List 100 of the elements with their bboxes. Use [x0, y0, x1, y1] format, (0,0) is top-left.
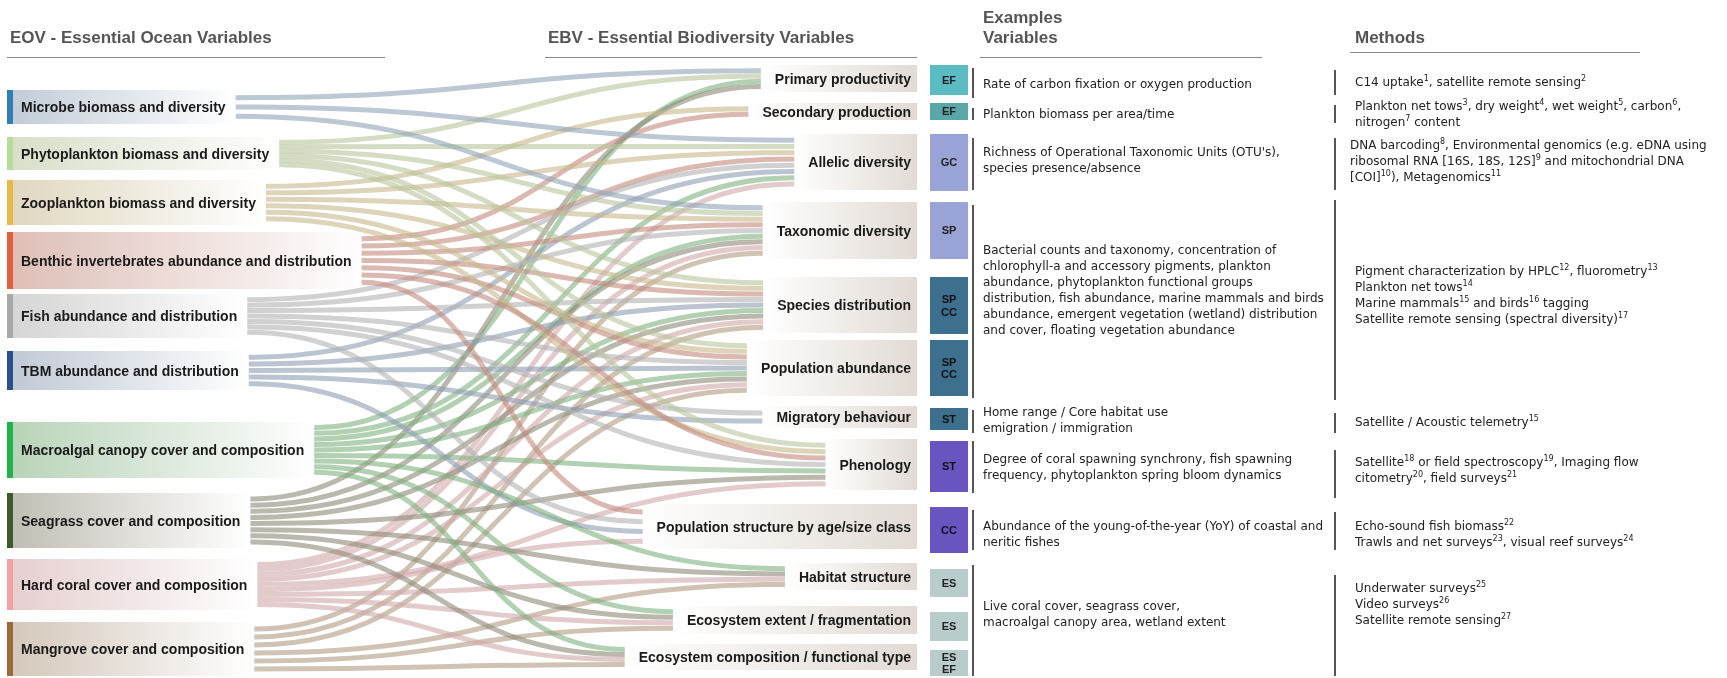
- flow-ribbon: [254, 581, 786, 656]
- biodiversity-variable-label: Taxonomic diversity: [776, 222, 911, 239]
- flow-ribbon: [257, 538, 643, 592]
- flow-ribbon: [247, 313, 747, 365]
- flow-ribbon: [314, 308, 764, 447]
- biodiversity-variable-label: Population structure by age/size class: [656, 518, 911, 535]
- flow-ribbon: [265, 216, 826, 455]
- class-code-box: SP: [930, 202, 968, 259]
- flow-ribbon: [257, 576, 785, 597]
- flow-ribbon: [361, 222, 763, 256]
- method-text: DNA barcoding$^{8}$, Environmental genomics (e.g. eDNA using ribosomal RNA [16S, 18S, 12S]$^{9}$ and mitochondrial DNA [COI]$^{10}$), Metagenomics$^{11}$: [1350, 137, 1708, 185]
- biodiversity-variable-label: Population abundance: [760, 360, 911, 376]
- flow-ribbon: [314, 458, 786, 572]
- biodiversity-variable-label: Migratory behaviour: [776, 409, 911, 425]
- method-text: Trawls and net surveys$^{23}$, visual reef surveys$^{24}$: [1355, 534, 1635, 550]
- flow-ribbon: [235, 104, 795, 143]
- method-text: Marine mammals$^{15}$ and birds$^{16}$ tagging: [1355, 295, 1590, 311]
- biodiversity-variable-label: Allelic diversity: [808, 154, 911, 170]
- biodiversity-variable-label: Ecosystem composition / functional type: [638, 649, 911, 665]
- method-text: C14 uptake$^{1}$, satellite remote sensing$^{2}$: [1355, 74, 1588, 90]
- flow-ribbon: [235, 68, 761, 101]
- flow-ribbon: [254, 387, 748, 648]
- class-code-box: GC: [930, 134, 968, 191]
- biodiversity-variable-label: Phenology: [839, 456, 911, 473]
- flow-ribbon: [313, 78, 762, 431]
- flow-ribbon: [257, 597, 673, 626]
- example-text: Rate of carbon fixation or oxygen production: [983, 76, 1253, 92]
- biodiversity-variable-label: Secondary production: [762, 103, 911, 120]
- method-text: Underwater surveys$^{25}$: [1355, 580, 1488, 596]
- flow-ribbon: [361, 156, 795, 249]
- class-code-box: ES: [930, 612, 968, 641]
- example-text: Richness of Operational Taxonomic Units (OTU's), species presence/absence: [983, 144, 1281, 176]
- flow-ribbon: [361, 111, 749, 242]
- flow-ribbon: [279, 73, 761, 145]
- class-code-box: SP CC: [930, 277, 968, 334]
- flow-ribbon: [257, 481, 826, 587]
- example-text: Plankton biomass per area/time: [983, 106, 1176, 122]
- class-code-box: ES: [930, 569, 968, 597]
- ocean-variable-label: Macroalgal canopy cover and composition: [21, 442, 305, 458]
- example-text: Home range / Core habitat use emigration / immigration: [983, 404, 1170, 436]
- method-text: Satellite / Acoustic telemetry$^{15}$: [1355, 414, 1540, 430]
- column-heading: Examples Variables: [983, 8, 1064, 48]
- flow-ribbon: [361, 265, 747, 360]
- flow-ribbon: [248, 381, 643, 534]
- flow-ribbon: [265, 209, 747, 354]
- flow-ribbon: [314, 464, 674, 615]
- example-text: Bacterial counts and taxonomy, concentration of chlorophyll-a and accessory pigments, plankton abundance, phytoplankton functional groups distribution, fish abundance, marine mammals and birds abundance, emergent vegetation (wetland) distribution and cover, floating vegetation abundance: [983, 242, 1325, 338]
- class-code-box: CC: [930, 507, 968, 553]
- column-heading: EBV - Essential Biodiversity Variables: [548, 28, 856, 48]
- biodiversity-variable-label: Species distribution: [777, 297, 911, 313]
- class-code-box: ES EF: [930, 650, 968, 676]
- flow-ribbon: [279, 143, 795, 150]
- flow-ribbon: [257, 382, 748, 582]
- class-code-box: EF: [930, 103, 968, 120]
- class-code-box: EF: [930, 65, 968, 95]
- ocean-variable-label: TBM abundance and distribution: [21, 362, 239, 379]
- flow-ribbon: [247, 318, 763, 416]
- flow-ribbon: [257, 181, 795, 567]
- flow-ribbon: [247, 296, 764, 314]
- class-code-box: ST: [930, 408, 968, 430]
- flow-ribbon: [248, 302, 764, 367]
- flow-ribbon: [250, 376, 747, 520]
- flow-ribbon: [278, 162, 826, 448]
- flow-ribbon: [265, 150, 795, 196]
- flow-ribbon: [314, 233, 763, 442]
- flow-ribbon: [361, 258, 764, 297]
- method-text: Satellite$^{18}$ or field spectroscopy$^{19}$, Imaging flow citometry$^{20}$, field surveys$^{21}$: [1355, 454, 1640, 486]
- flow-ribbon: [250, 539, 625, 657]
- method-text: Plankton net tows$^{14}$: [1355, 279, 1474, 295]
- method-text: Video surveys$^{26}$: [1355, 596, 1451, 612]
- class-code-box: ST: [930, 441, 968, 492]
- example-text: Abundance of the young-of-the-year (YoY) of coastal and neritic fishes: [983, 518, 1325, 550]
- flow-ribbon: [235, 113, 763, 211]
- flow-ribbon: [313, 469, 625, 652]
- flow-ribbon: [250, 83, 762, 502]
- ocean-variable-label: Zooplankton biomass and diversity: [21, 194, 256, 211]
- column-heading: EOV - Essential Ocean Variables: [10, 28, 273, 48]
- flow-ribbon: [361, 272, 826, 461]
- flow-ribbon: [247, 228, 763, 308]
- flow-ribbon: [254, 662, 625, 672]
- flow-ribbon: [279, 148, 763, 216]
- column-heading: Methods: [1355, 28, 1426, 48]
- flow-ribbon: [248, 374, 763, 424]
- flow-ribbon: [279, 157, 748, 349]
- ocean-variable-label: Seagrass cover and composition: [21, 512, 241, 529]
- method-text: Satellite remote sensing (spectral diversity)$^{17}$: [1355, 311, 1630, 327]
- flow-ribbon: [248, 365, 747, 373]
- flow-ribbon: [314, 453, 826, 474]
- method-text: Pigment characterization by HPLC$^{12}$, fluorometry$^{13}$: [1355, 263, 1659, 279]
- method-text: Satellite remote sensing$^{27}$: [1355, 612, 1513, 628]
- method-text: Plankton net tows$^{3}$, dry weight$^{4}$, wet weight$^{5}$, carbon$^{6}$, nitrogen$^{7}$ content: [1355, 98, 1683, 130]
- example-text: Degree of coral spawning synchrony, fish spawning frequency, phytoplankton spring bloom dynamics: [983, 451, 1294, 483]
- ocean-variable-label: Phytoplankton biomass and diversity: [21, 145, 270, 162]
- flow-ribbon: [265, 196, 763, 222]
- ocean-variable-label: Mangrove cover and composition: [21, 641, 245, 657]
- ocean-variable-label: Hard coral cover and composition: [21, 576, 248, 593]
- flow-ribbon: [254, 324, 764, 640]
- flow-ribbon: [279, 153, 764, 286]
- flow-ribbon: [254, 625, 673, 664]
- flow-ribbon: [248, 168, 795, 360]
